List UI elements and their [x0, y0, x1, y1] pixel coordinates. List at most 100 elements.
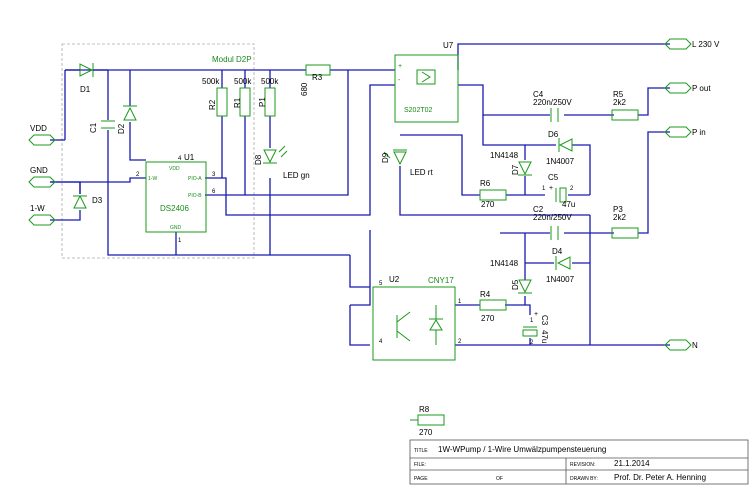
u7-minus: -: [398, 77, 401, 84]
u1-label: U1: [184, 153, 195, 162]
u2-pin1: 1: [458, 299, 462, 305]
resistor-r4: R4 270: [479, 290, 507, 323]
r2-value: 500k: [202, 77, 220, 86]
u1-pinnum-3: 3: [212, 172, 216, 178]
capacitor-c2: C2 220n/250V: [533, 205, 572, 240]
d6-label: D6: [548, 130, 559, 139]
d4-label: D4: [552, 247, 563, 256]
p3-label: P3: [613, 205, 623, 214]
d9-desc: LED rt: [410, 168, 433, 177]
d9-label: D9: [381, 152, 390, 163]
vdd-label: VDD: [30, 124, 47, 133]
ic-u1: U1 VDD 1-W PIO-A PIO-B DS2406 GND 4 2 3 …: [136, 153, 216, 244]
drawn-label: DRAWN BY:: [570, 476, 598, 482]
c5-plus: +: [549, 185, 553, 192]
u2-type: CNY17: [428, 276, 454, 285]
capacitor-c1: C1: [89, 120, 115, 133]
diode-d1: D1: [70, 63, 108, 94]
title-text: 1W-WPump / 1-Wire Umwälzpumpensteuerung: [438, 445, 606, 454]
c4-label: C4: [533, 90, 544, 99]
d7-type: 1N4148: [490, 151, 519, 160]
resistor-r8: R8 270: [410, 405, 445, 437]
u2-label: U2: [389, 275, 400, 284]
optocoupler-u2: U2 CNY17 5 4 1 2: [372, 275, 462, 361]
revision-label: REVISION:: [570, 462, 595, 468]
u1-pin-pioa: PIO-A: [188, 176, 202, 182]
resistor-r1: 500k R1: [233, 77, 252, 117]
r3-label: R3: [312, 73, 323, 82]
c5-value: 47u: [562, 200, 575, 209]
u1-pinnum-4: 4: [178, 156, 182, 162]
p-out-label: P out: [692, 84, 711, 93]
u7-type: S202T02: [404, 107, 433, 114]
connector-vdd[interactable]: VDD: [28, 124, 56, 146]
resistor-p3: P3 2k2: [611, 205, 639, 239]
module-box: [61, 43, 255, 259]
resistor-p1: 500k P1: [258, 77, 279, 117]
led-d9: D9 LED rt: [381, 149, 433, 177]
revision-value: 21.1.2014: [614, 459, 650, 468]
page-label: PAGE: [414, 476, 428, 482]
resistor-r5: R5 2k2: [611, 90, 639, 121]
p3-value: 2k2: [613, 213, 626, 222]
connector-n[interactable]: N: [664, 339, 698, 351]
diode-d2: D2: [117, 105, 137, 134]
d2-label: D2: [117, 123, 126, 134]
drawn-by-value: Prof. Dr. Peter A. Henning: [614, 473, 706, 482]
diode-d6: D6 1N4007: [546, 130, 575, 166]
c5-label: C5: [548, 173, 559, 182]
r8-value: 270: [419, 428, 433, 437]
resistor-r3: R3 680: [300, 64, 331, 96]
connector-p-in[interactable]: P in: [664, 126, 706, 138]
connector-gnd[interactable]: GND: [28, 166, 56, 188]
gnd-label: GND: [30, 166, 48, 175]
l230v-label: L 230 V: [692, 40, 720, 49]
d8-desc: LED gn: [283, 171, 310, 180]
capacitor-c4: C4 220n/250V: [533, 90, 572, 122]
r3-value: 680: [300, 82, 309, 96]
of-label: OF: [496, 476, 503, 482]
c3-pin2: 2: [530, 340, 534, 346]
d3-label: D3: [92, 196, 103, 205]
connector-p-out[interactable]: P out: [664, 82, 711, 94]
u1-pin-vdd: VDD: [169, 166, 180, 172]
d7-label: D7: [511, 164, 520, 175]
d5-type: 1N4148: [490, 259, 519, 268]
connector-1w[interactable]: 1-W: [28, 204, 56, 226]
diode-d5: 1N4148 D5: [490, 259, 532, 294]
r6-label: R6: [480, 179, 491, 188]
wires: [50, 43, 670, 346]
n-label: N: [692, 341, 698, 350]
r5-label: R5: [613, 90, 624, 99]
one-w-label: 1-W: [30, 204, 45, 213]
diode-d3: D3: [73, 194, 103, 209]
c2-label: C2: [533, 205, 544, 214]
u7-plus: +: [398, 63, 402, 70]
diode-d4: D4 1N4007: [546, 247, 575, 284]
u1-pinnum-6: 6: [212, 189, 216, 195]
relay-u7: U7 + - S202T02: [394, 41, 459, 123]
title-block: TITLE 1W-WPump / 1-Wire Umwälzpumpensteu…: [409, 439, 749, 485]
r1-label: R1: [233, 97, 242, 108]
r6-value: 270: [481, 200, 495, 209]
d6-type: 1N4007: [546, 157, 575, 166]
c5-pin2: 2: [570, 186, 574, 192]
c4-value: 220n/250V: [533, 98, 572, 107]
u1-type: DS2406: [160, 204, 189, 213]
u1-pinnum-2: 2: [136, 172, 140, 178]
diode-d7: 1N4148 D7: [490, 151, 532, 176]
c2-value: 220n/250V: [533, 213, 572, 222]
u2-pin2: 2: [458, 339, 462, 345]
r4-label: R4: [480, 290, 491, 299]
title-label: TITLE: [414, 448, 428, 454]
file-label: FILE:: [414, 462, 426, 468]
led-d8: D8 LED gn: [254, 145, 310, 180]
r4-value: 270: [481, 314, 495, 323]
connector-l230v[interactable]: L 230 V: [664, 38, 720, 50]
r5-value: 2k2: [613, 98, 626, 107]
resistor-r2: 500k R2: [202, 77, 228, 117]
u2-pin4: 4: [379, 339, 383, 345]
c3-value: 47u: [540, 330, 549, 343]
r8-label: R8: [419, 405, 430, 414]
